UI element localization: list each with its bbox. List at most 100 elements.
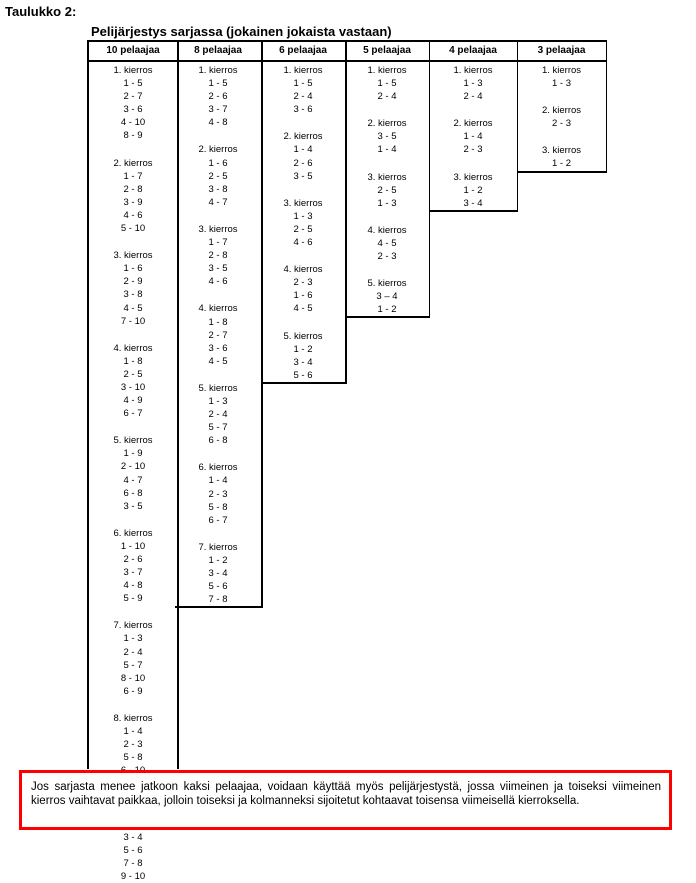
match-pairing: 1 - 3 [429,77,517,90]
match-pairing: 6 - 9 [89,685,177,698]
round-label: 5. kierros [261,330,345,343]
match-pairing: 4 - 8 [89,579,177,592]
match-pairing: 4 - 7 [89,474,177,487]
round-label: 3. kierros [175,223,261,236]
match-pairing: 5 - 7 [175,421,261,434]
round-label: 5. kierros [89,434,177,447]
match-pairing: 6 - 8 [89,487,177,500]
match-pairing: 1 - 5 [175,77,261,90]
match-pairing: 4 - 5 [175,355,261,368]
match-pairing: 6 - 8 [175,434,261,447]
match-pairing: 2 - 3 [429,143,517,156]
match-pairing: 1 - 3 [261,210,345,223]
match-pairing: 2 - 3 [261,276,345,289]
match-pairing: 2 - 5 [261,223,345,236]
match-pairing: 4 - 6 [175,275,261,288]
match-pairing: 2 - 3 [89,738,177,751]
match-pairing: 2 - 8 [175,249,261,262]
match-pairing: 3 - 4 [89,831,177,844]
match-pairing: 3 - 4 [175,567,261,580]
match-pairing: 7 - 10 [89,315,177,328]
round-label: 1. kierros [517,64,606,77]
round-label: 5. kierros [345,277,429,290]
round-label: 1. kierros [345,64,429,77]
round-label: 4. kierros [261,263,345,276]
match-pairing: 8 - 10 [89,672,177,685]
match-pairing: 2 - 10 [89,460,177,473]
match-pairing: 4 - 5 [89,302,177,315]
round-label: 4. kierros [175,302,261,315]
round-label: 2. kierros [345,117,429,130]
match-pairing: 4 - 10 [89,116,177,129]
match-pairing: 1 - 2 [429,184,517,197]
round-label: 8. kierros [89,712,177,725]
match-pairing: 2 - 3 [517,117,606,130]
round-label: 3. kierros [517,144,606,157]
round-label: 2. kierros [89,157,177,170]
column-header: 4 pelaajaa [429,40,517,62]
match-pairing: 1 - 6 [175,157,261,170]
match-pairing: 3 - 5 [261,170,345,183]
match-pairing: 1 - 8 [89,355,177,368]
match-pairing: 2 - 6 [89,553,177,566]
round-label: 3. kierros [89,249,177,262]
match-pairing: 1 - 5 [261,77,345,90]
match-pairing: 1 - 4 [261,143,345,156]
column-header: 5 pelaajaa [345,40,429,62]
match-pairing: 1 - 2 [261,343,345,356]
match-pairing: 5 - 6 [175,580,261,593]
match-pairing: 2 - 4 [175,408,261,421]
match-pairing: 4 - 6 [261,236,345,249]
round-label: 1. kierros [175,64,261,77]
match-pairing: 9 - 10 [89,870,177,883]
table-subtitle: Pelijärjestys sarjassa (jokainen jokaist… [91,24,392,39]
round-label: 7. kierros [89,619,177,632]
round-label: 2. kierros [517,104,606,117]
match-pairing: 1 - 8 [175,316,261,329]
round-label: 7. kierros [175,541,261,554]
match-pairing: 2 - 5 [175,170,261,183]
match-pairing: 3 - 10 [89,381,177,394]
match-pairing: 5 - 6 [261,369,345,382]
match-pairing: 1 - 4 [345,143,429,156]
match-pairing: 2 - 5 [89,368,177,381]
match-pairing: 5 - 7 [89,659,177,672]
match-pairing: 1 - 3 [89,632,177,645]
round-label: 3. kierros [261,197,345,210]
match-pairing: 1 - 9 [89,447,177,460]
note-box: Jos sarjasta menee jatkoon kaksi pelaaja… [19,770,672,830]
match-pairing: 1 - 7 [89,170,177,183]
match-pairing: 2 - 4 [89,646,177,659]
round-label: 4. kierros [89,342,177,355]
match-pairing: 2 - 9 [89,275,177,288]
match-pairing: 7 - 8 [89,857,177,870]
match-pairing: 1 - 2 [175,554,261,567]
round-label: 5. kierros [175,382,261,395]
match-pairing: 1 - 5 [89,77,177,90]
match-pairing: 2 - 7 [175,329,261,342]
match-pairing: 3 - 7 [175,103,261,116]
match-pairing: 5 - 8 [175,501,261,514]
match-pairing: 1 - 2 [345,303,429,316]
match-pairing: 7 - 8 [175,593,261,606]
match-pairing: 4 - 6 [89,209,177,222]
match-pairing: 5 - 6 [89,844,177,857]
